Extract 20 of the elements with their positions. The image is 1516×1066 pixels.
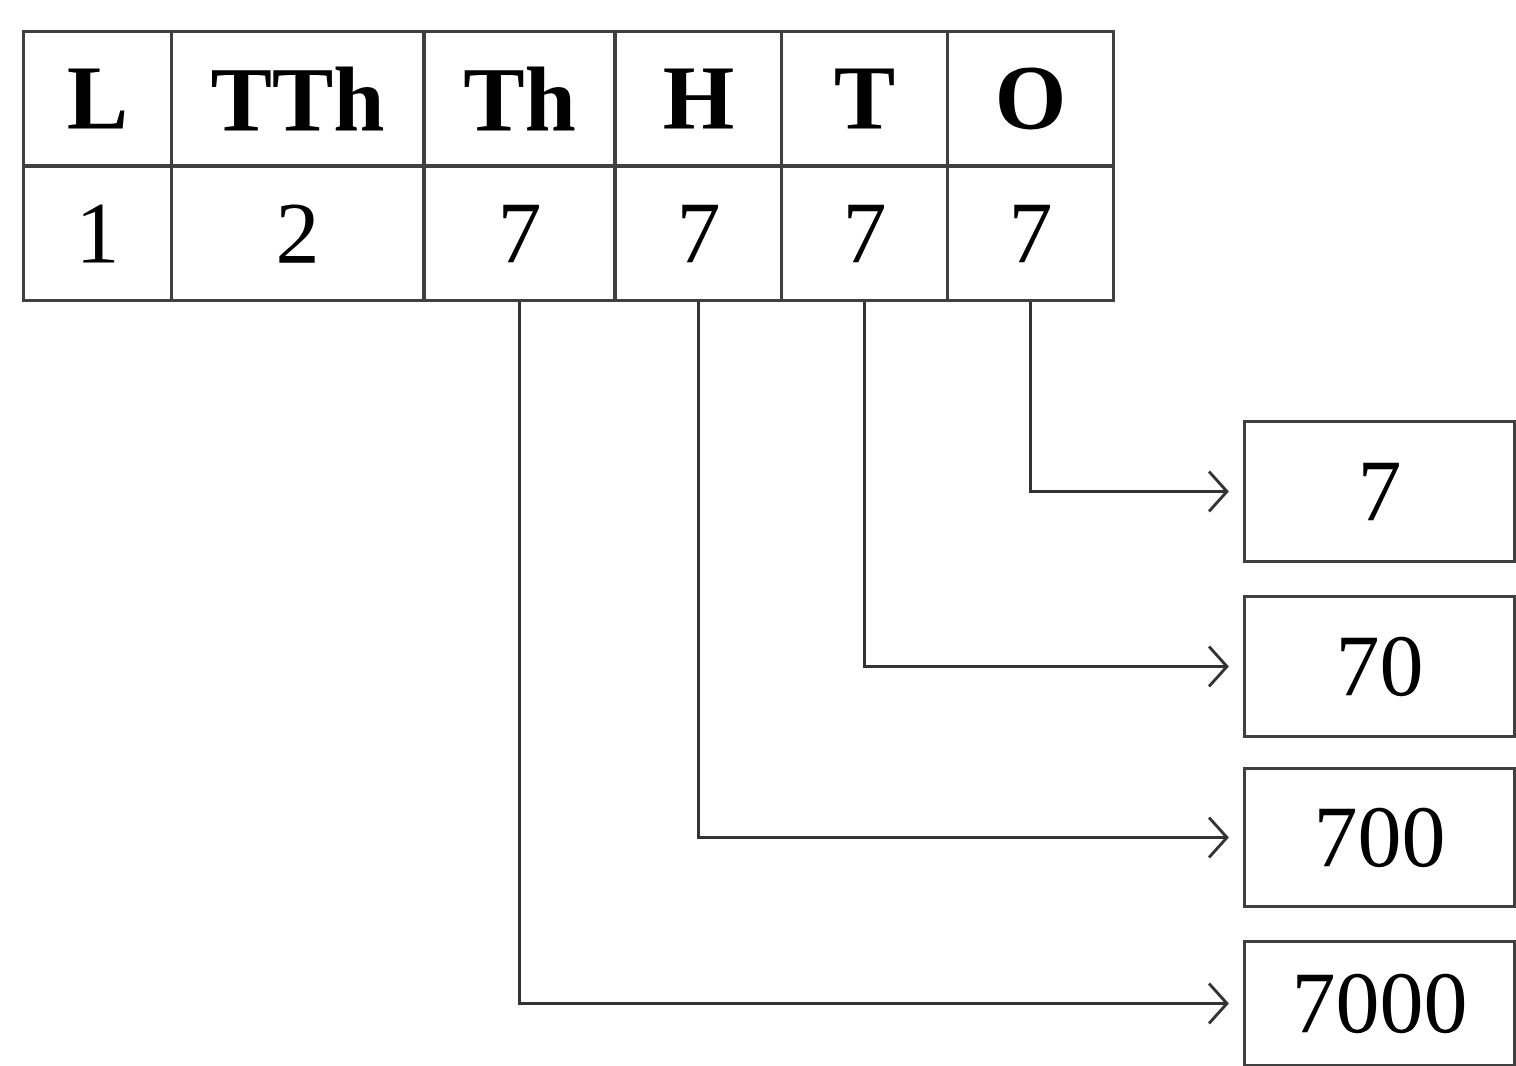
arrow	[518, 302, 1229, 1025]
header-cell: H	[614, 30, 783, 167]
value-cell: 7	[780, 165, 949, 302]
arrow	[863, 302, 1229, 688]
value-cell: 7	[614, 165, 783, 302]
value-cell: 1	[22, 165, 173, 302]
arrow	[697, 302, 1229, 859]
value-cell: 7	[946, 165, 1115, 302]
value-cell: 7	[423, 165, 616, 302]
header-cell: TTh	[170, 30, 425, 167]
header-cell: Th	[423, 30, 616, 167]
value-box: 700	[1243, 767, 1516, 908]
value-box: 7	[1243, 420, 1516, 563]
arrow	[1029, 302, 1229, 513]
value-box: 70	[1243, 595, 1516, 738]
value-box: 7000	[1243, 940, 1516, 1066]
value-cell: 2	[170, 165, 425, 302]
header-cell: O	[946, 30, 1115, 167]
header-cell: T	[780, 30, 949, 167]
header-cell: L	[22, 30, 173, 167]
